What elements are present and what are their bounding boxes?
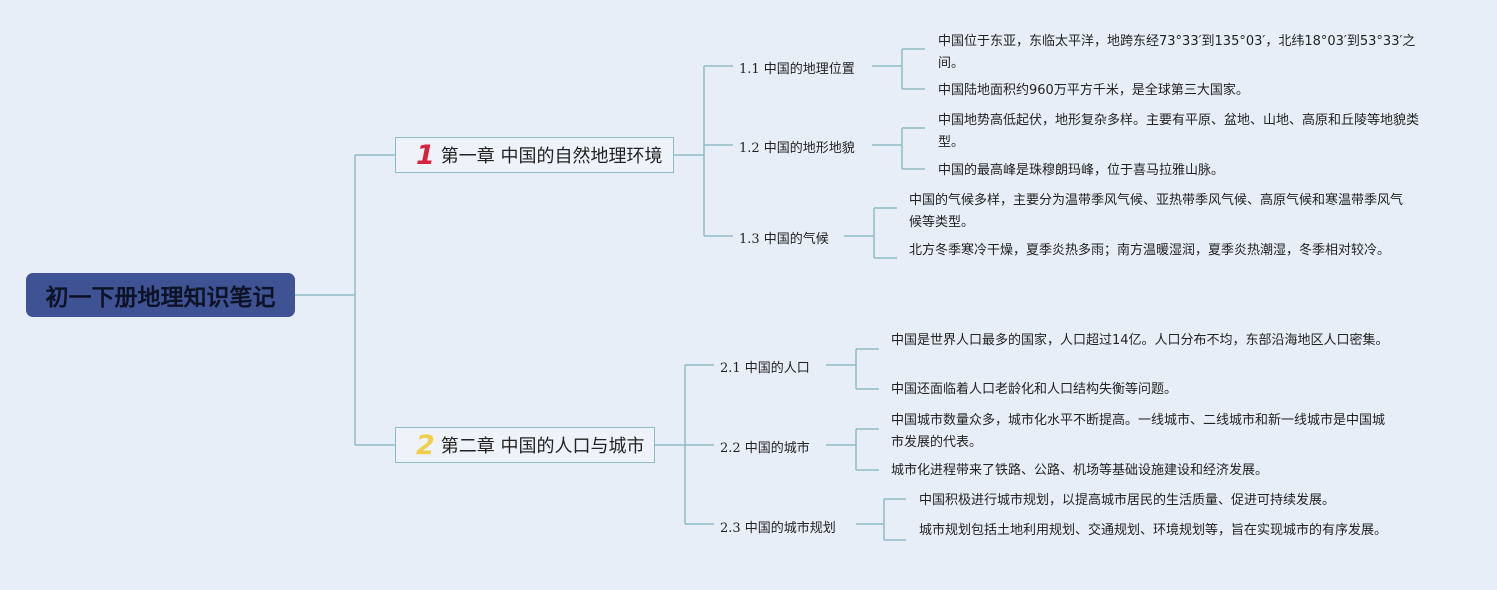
chapter2-connector	[655, 364, 714, 525]
section-node-2-3[interactable]: 2.3 中国的城市规划	[720, 521, 836, 536]
note-1-3-a[interactable]: 中国的气候多样，主要分为温带季风气候、亚热带季风气候、高原气候和寒温带季风气候等…	[909, 193, 1404, 230]
chapter-node-1[interactable]: 1 第一章 中国的自然地理环境	[395, 137, 674, 173]
note-2-2-b[interactable]: 城市化进程带来了铁路、公路、机场等基础设施建设和经济发展。	[891, 463, 1269, 478]
chapter1-connector	[674, 65, 733, 237]
chapter-title: 第二章 中国的人口与城市	[440, 436, 645, 457]
root-node[interactable]: 初一下册地理知识笔记	[26, 273, 295, 317]
note-2-3-a[interactable]: 中国积极进行城市规划，以提高城市居民的生活质量、促进可持续发展。	[919, 493, 1336, 508]
note-2-1-b[interactable]: 中国还面临着人口老龄化和人口结构失衡等问题。	[891, 382, 1178, 397]
chapter-number-badge: 1	[416, 139, 435, 171]
note-1-2-a[interactable]: 中国地势高低起伏，地形复杂多样。主要有平原、盆地、山地、高原和丘陵等地貌类型。	[938, 113, 1420, 150]
note-1-1-a[interactable]: 中国位于东亚，东临太平洋，地跨东经73°33′到135°03′，北纬18°03′…	[938, 34, 1416, 71]
note-1-2-b[interactable]: 中国的最高峰是珠穆朗玛峰，位于喜马拉雅山脉。	[938, 163, 1225, 178]
root-connector	[295, 154, 395, 446]
note-1-3-b[interactable]: 北方冬季寒冷干燥，夏季炎热多雨；南方温暖湿润，夏季炎热潮湿，冬季相对较冷。	[909, 243, 1391, 258]
note-2-1-a[interactable]: 中国是世界人口最多的国家，人口超过14亿。人口分布不均，东部沿海地区人口密集。	[891, 333, 1389, 348]
section-1-2-connector	[872, 127, 925, 170]
note-1-1-b[interactable]: 中国陆地面积约960万平方千米，是全球第三大国家。	[938, 83, 1249, 98]
note-2-3-b[interactable]: 城市规划包括土地利用规划、交通规划、环境规划等，旨在实现城市的有序发展。	[919, 523, 1388, 538]
section-2-2-connector	[826, 428, 879, 471]
section-1-1-connector	[872, 48, 925, 90]
note-2-2-a[interactable]: 中国城市数量众多，城市化水平不断提高。一线城市、二线城市和新一线城市是中国城市发…	[891, 413, 1386, 450]
section-node-2-1[interactable]: 2.1 中国的人口	[720, 361, 810, 376]
section-1-3-connector	[844, 207, 897, 259]
section-node-2-2[interactable]: 2.2 中国的城市	[720, 441, 810, 456]
section-node-1-3[interactable]: 1.3 中国的气候	[739, 232, 829, 247]
section-node-1-1[interactable]: 1.1 中国的地理位置	[739, 62, 855, 77]
section-2-3-connector	[856, 498, 906, 541]
section-node-1-2[interactable]: 1.2 中国的地形地貌	[739, 141, 855, 156]
root-title: 初一下册地理知识笔记	[45, 285, 276, 311]
chapter-number-badge: 2	[416, 429, 435, 461]
chapter-node-2[interactable]: 2 第二章 中国的人口与城市	[395, 427, 655, 463]
chapter-title: 第一章 中国的自然地理环境	[440, 146, 663, 167]
section-2-1-connector	[826, 348, 879, 390]
